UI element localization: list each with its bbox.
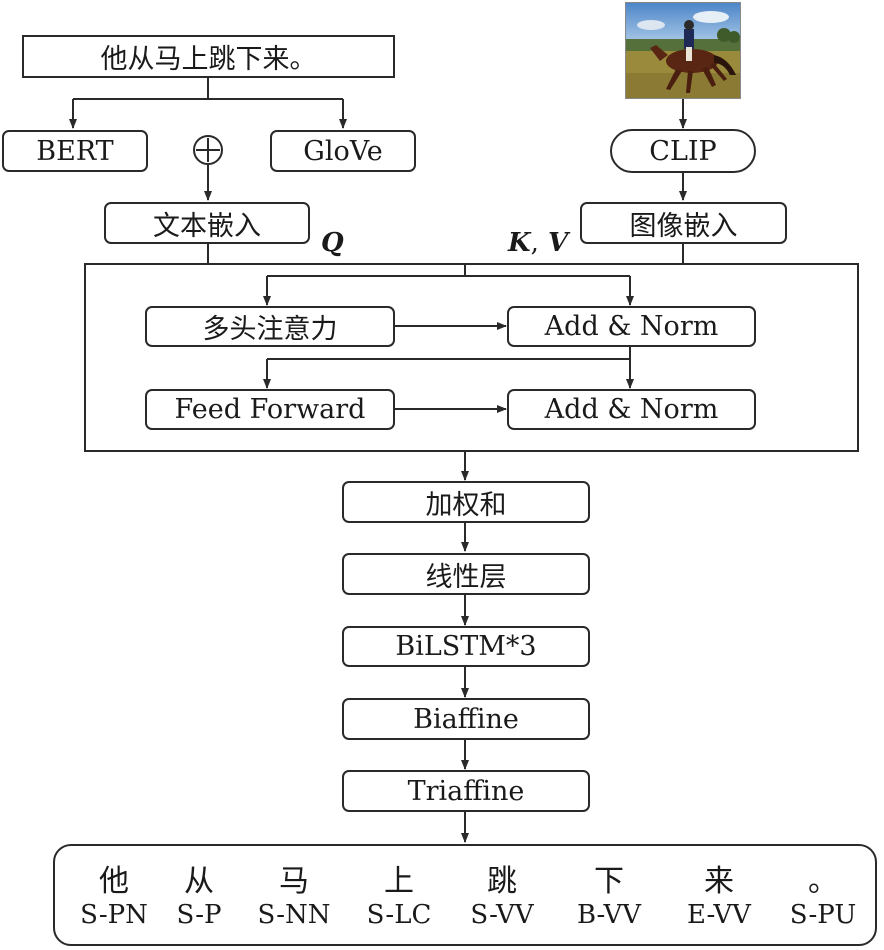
- token-tag: S-NN: [257, 900, 331, 930]
- output-token: 。 S-PU: [768, 846, 878, 944]
- token-char: 上: [384, 864, 414, 899]
- output-token: 下 B-VV: [554, 846, 664, 944]
- triaffine-label: Triaffine: [407, 775, 525, 807]
- token-tag: S-P: [176, 900, 222, 930]
- image-embedding-box: 图像嵌入: [580, 202, 787, 244]
- feed-forward-label: Feed Forward: [174, 394, 366, 425]
- token-tag: S-PU: [789, 900, 857, 930]
- horse-rider-photo: [625, 2, 741, 99]
- output-token: 从 S-P: [144, 846, 254, 944]
- token-char: 马: [279, 864, 309, 899]
- output-token: 上 S-LC: [344, 846, 454, 944]
- clip-label: CLIP: [649, 135, 717, 167]
- query-label: Q: [321, 228, 344, 258]
- token-tag: S-PN: [80, 900, 148, 930]
- output-tags-box: 他 S-PN 从 S-P 马 S-NN 上 S-LC 跳 S-VV 下 B-VV…: [53, 844, 877, 946]
- input-sentence-text: 他从马上跳下来。: [100, 44, 317, 75]
- multi-head-attention-label: 多头注意力: [202, 314, 338, 345]
- concat-plus-icon: [193, 135, 223, 165]
- bilstm-label: BiLSTM*3: [395, 631, 537, 662]
- add-norm-label-1: Add & Norm: [544, 311, 719, 342]
- token-tag: S-VV: [470, 900, 534, 930]
- add-norm-label-2: Add & Norm: [544, 394, 719, 425]
- text-embedding-label: 文本嵌入: [153, 210, 261, 242]
- bilstm-box: BiLSTM*3: [342, 626, 590, 667]
- output-token: 马 S-NN: [239, 846, 349, 944]
- multi-head-attention-box: 多头注意力: [145, 306, 395, 347]
- weighted-sum-label: 加权和: [425, 489, 507, 521]
- text-embedding-box: 文本嵌入: [104, 202, 310, 244]
- clip-box: CLIP: [610, 129, 756, 173]
- output-token: 他 S-PN: [59, 846, 169, 944]
- token-char: 来: [704, 864, 734, 899]
- add-norm-box-2: Add & Norm: [507, 389, 756, 430]
- glove-box: GloVe: [270, 130, 416, 172]
- input-sentence-box: 他从马上跳下来。: [22, 35, 395, 78]
- token-tag: E-VV: [687, 900, 751, 930]
- glove-label: GloVe: [303, 135, 383, 167]
- add-norm-box-1: Add & Norm: [507, 306, 756, 347]
- image-embedding-label: 图像嵌入: [629, 210, 738, 242]
- linear-layer-label: 线性层: [425, 561, 507, 593]
- triaffine-box: Triaffine: [342, 770, 590, 812]
- output-token: 来 E-VV: [664, 846, 774, 944]
- output-token: 跳 S-VV: [447, 846, 557, 944]
- weighted-sum-box: 加权和: [342, 481, 590, 523]
- token-char: 下: [594, 864, 624, 899]
- biaffine-box: Biaffine: [342, 698, 590, 740]
- token-char: 从: [184, 864, 214, 899]
- key-value-label: K, V: [508, 228, 569, 258]
- feed-forward-box: Feed Forward: [145, 389, 395, 430]
- token-char: 。: [808, 864, 838, 899]
- biaffine-label: Biaffine: [413, 703, 519, 735]
- bert-label: BERT: [36, 135, 114, 167]
- token-char: 他: [99, 864, 129, 899]
- bert-box: BERT: [2, 130, 148, 172]
- token-tag: B-VV: [576, 900, 642, 930]
- token-tag: S-LC: [366, 900, 432, 930]
- linear-layer-box: 线性层: [342, 553, 590, 595]
- token-char: 跳: [487, 864, 517, 899]
